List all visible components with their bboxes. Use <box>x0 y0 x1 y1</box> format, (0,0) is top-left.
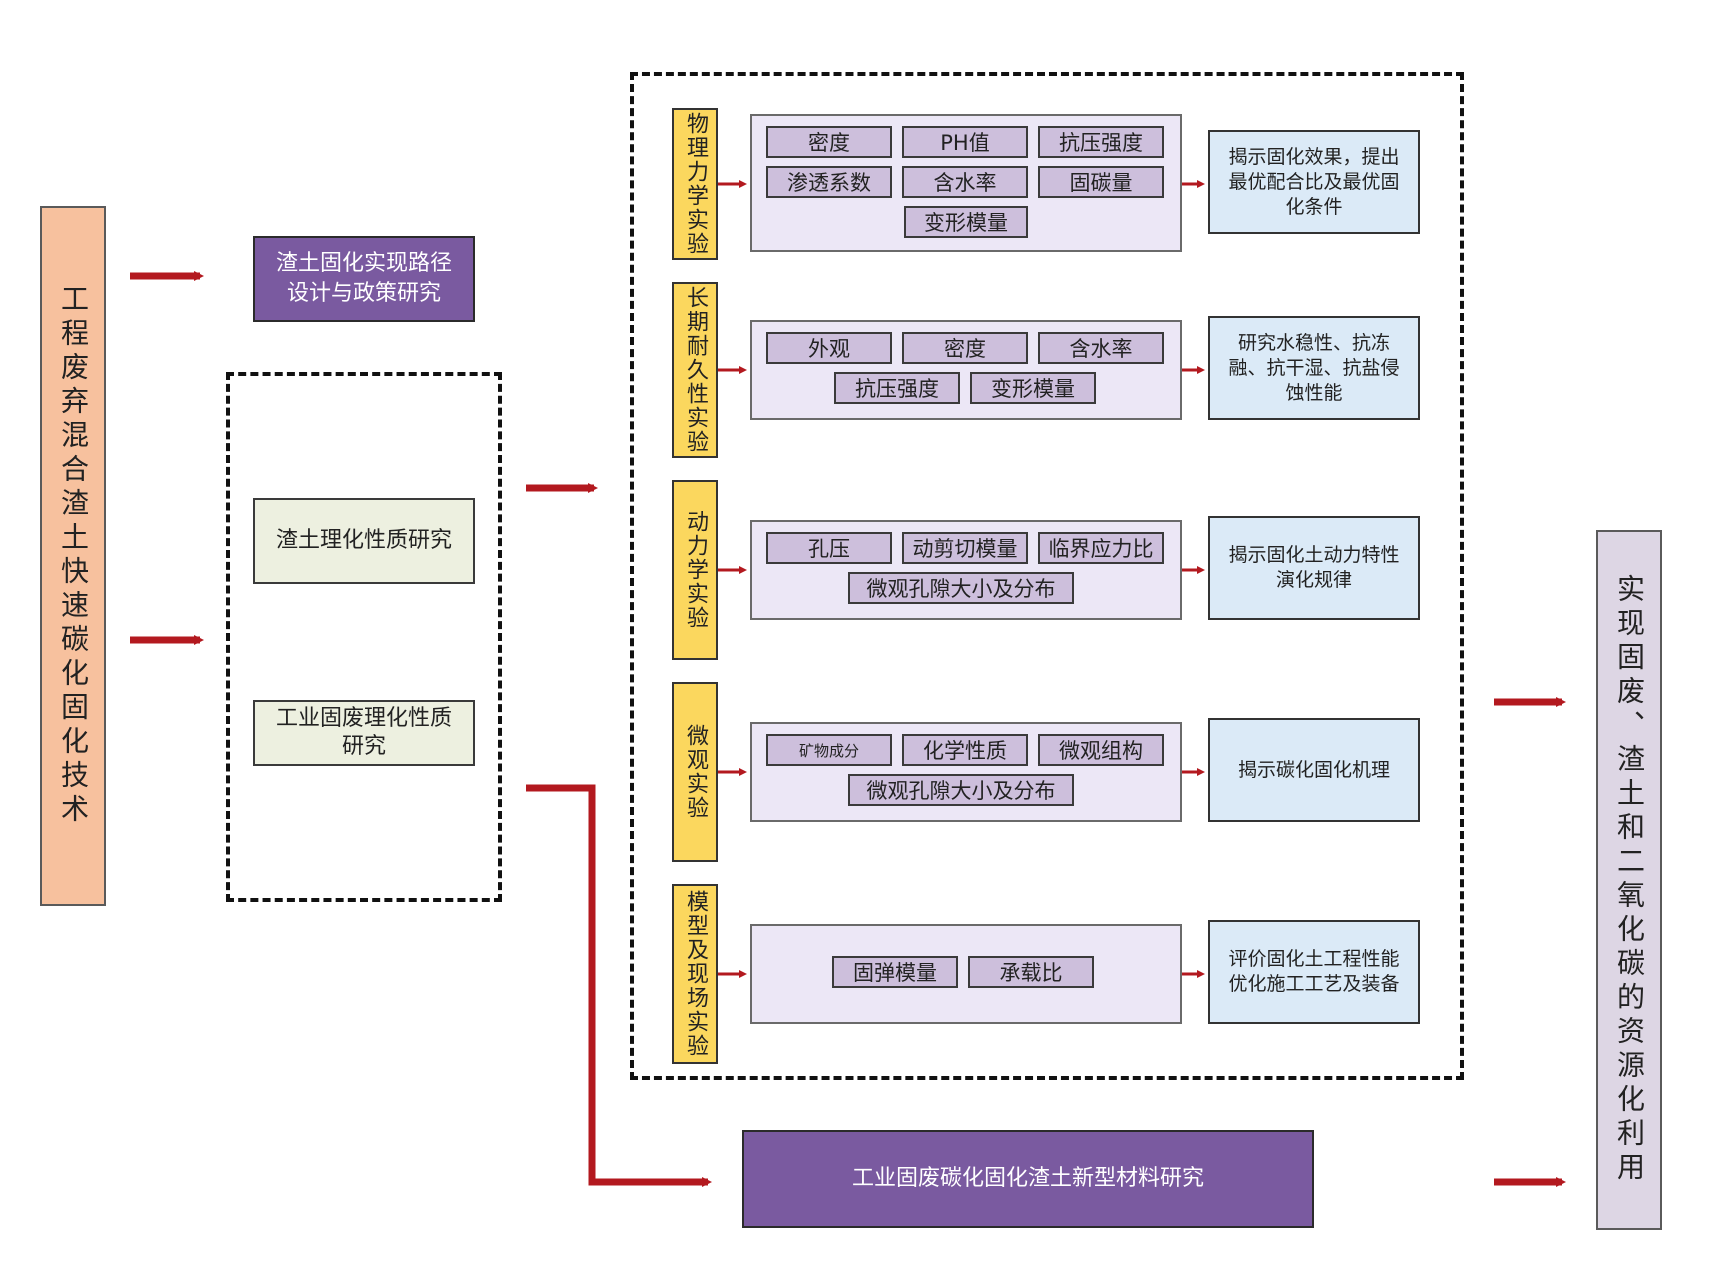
result-durability: 研究水稳性、抗冻融、抗干湿、抗盐侵蚀性能 <box>1208 316 1420 420</box>
source-technology-box: 工程废弃混合渣土快速碳化固化技术 <box>40 206 106 906</box>
experiment-label-dynamics: 动力学实验 <box>672 480 718 660</box>
chip-compressive-strength-2: 抗压强度 <box>834 372 960 404</box>
experiments-group <box>630 72 1464 1080</box>
chip-carbon-fixation: 固碳量 <box>1038 166 1164 198</box>
chip-permeability: 渗透系数 <box>766 166 892 198</box>
chip-dynamic-shear-modulus: 动剪切模量 <box>902 532 1028 564</box>
path-design-policy-box: 渣土固化实现路径设计与政策研究 <box>253 236 475 322</box>
chip-pore-pressure: 孔压 <box>766 532 892 564</box>
result-model-field: 评价固化土工程性能优化施工工艺及装备 <box>1208 920 1420 1024</box>
outcome-box: 实现固废、渣土和二氧化碳的资源化利用 <box>1596 530 1662 1230</box>
chip-deformation-modulus: 变形模量 <box>904 206 1028 238</box>
result-micro: 揭示碳化固化机理 <box>1208 718 1420 822</box>
chip-critical-stress-ratio: 临界应力比 <box>1038 532 1164 564</box>
experiment-panel-model-field <box>750 924 1182 1024</box>
experiment-label-durability: 长期耐久性实验 <box>672 282 718 458</box>
experiment-label-micro: 微观实验 <box>672 682 718 862</box>
chip-density: 密度 <box>766 126 892 158</box>
chip-resilient-modulus: 固弹模量 <box>832 956 958 988</box>
chip-compressive-strength: 抗压强度 <box>1038 126 1164 158</box>
result-physical: 揭示固化效果，提出最优配合比及最优固化条件 <box>1208 130 1420 234</box>
chip-ph: PH值 <box>902 126 1028 158</box>
chip-water-content-2: 含水率 <box>1038 332 1164 364</box>
chip-micro-pore-distribution-2: 微观孔隙大小及分布 <box>848 774 1074 806</box>
chip-chemical-properties: 化学性质 <box>902 734 1028 766</box>
experiment-label-physical: 物理力学实验 <box>672 108 718 260</box>
chip-micro-pore-distribution: 微观孔隙大小及分布 <box>848 572 1074 604</box>
chip-appearance: 外观 <box>766 332 892 364</box>
experiment-label-model-field: 模型及现场实验 <box>672 884 718 1064</box>
new-material-research-box: 工业固废碳化固化渣土新型材料研究 <box>742 1130 1314 1228</box>
chip-density-2: 密度 <box>902 332 1028 364</box>
chip-deformation-modulus-2: 变形模量 <box>970 372 1096 404</box>
chip-water-content: 含水率 <box>902 166 1028 198</box>
soil-properties-box: 渣土理化性质研究 <box>253 498 475 584</box>
chip-cbr: 承载比 <box>968 956 1094 988</box>
chip-micro-structure: 微观组构 <box>1038 734 1164 766</box>
chip-mineral-composition: 矿物成分 <box>766 734 892 766</box>
industrial-waste-properties-box: 工业固废理化性质研究 <box>253 700 475 766</box>
properties-research-group <box>226 372 502 902</box>
result-dynamics: 揭示固化土动力特性演化规律 <box>1208 516 1420 620</box>
